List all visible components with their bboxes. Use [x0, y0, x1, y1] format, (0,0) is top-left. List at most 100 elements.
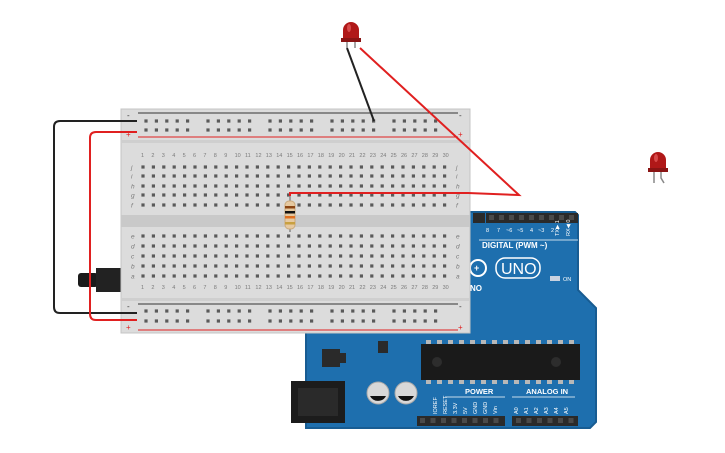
terminal-hole[interactable]: [318, 165, 322, 169]
terminal-hole[interactable]: [193, 174, 197, 178]
terminal-hole[interactable]: [401, 244, 405, 248]
terminal-hole[interactable]: [203, 274, 207, 278]
rail-hole[interactable]: [278, 319, 282, 323]
terminal-hole[interactable]: [432, 244, 436, 248]
terminal-hole[interactable]: [245, 244, 249, 248]
rail-hole[interactable]: [154, 309, 158, 313]
rail-hole[interactable]: [216, 119, 220, 123]
terminal-hole[interactable]: [203, 264, 207, 268]
led-1[interactable]: [341, 22, 361, 48]
rail-hole[interactable]: [423, 119, 427, 123]
rail-hole[interactable]: [372, 319, 376, 323]
rail-hole[interactable]: [310, 119, 314, 123]
terminal-hole[interactable]: [349, 274, 353, 278]
terminal-hole[interactable]: [203, 203, 207, 207]
terminal-hole[interactable]: [443, 254, 447, 258]
terminal-hole[interactable]: [432, 274, 436, 278]
terminal-hole[interactable]: [214, 244, 218, 248]
terminal-hole[interactable]: [297, 264, 301, 268]
terminal-hole[interactable]: [162, 244, 166, 248]
terminal-hole[interactable]: [307, 254, 311, 258]
terminal-hole[interactable]: [328, 165, 332, 169]
terminal-hole[interactable]: [172, 203, 176, 207]
rail-hole[interactable]: [278, 309, 282, 313]
terminal-hole[interactable]: [172, 254, 176, 258]
rail-hole[interactable]: [206, 319, 210, 323]
rail-hole[interactable]: [175, 119, 179, 123]
terminal-hole[interactable]: [411, 264, 415, 268]
terminal-hole[interactable]: [328, 244, 332, 248]
rail-hole[interactable]: [372, 309, 376, 313]
terminal-hole[interactable]: [380, 234, 384, 238]
terminal-hole[interactable]: [380, 244, 384, 248]
rail-hole[interactable]: [144, 128, 148, 132]
rail-hole[interactable]: [186, 309, 190, 313]
terminal-hole[interactable]: [235, 165, 239, 169]
terminal-hole[interactable]: [276, 234, 280, 238]
terminal-hole[interactable]: [328, 174, 332, 178]
terminal-hole[interactable]: [203, 234, 207, 238]
terminal-hole[interactable]: [245, 254, 249, 258]
terminal-hole[interactable]: [266, 203, 270, 207]
terminal-hole[interactable]: [391, 203, 395, 207]
rail-hole[interactable]: [289, 119, 293, 123]
terminal-hole[interactable]: [214, 193, 218, 197]
rail-hole[interactable]: [227, 309, 231, 313]
terminal-hole[interactable]: [183, 165, 187, 169]
rail-hole[interactable]: [165, 119, 169, 123]
terminal-hole[interactable]: [276, 165, 280, 169]
terminal-hole[interactable]: [203, 174, 207, 178]
terminal-hole[interactable]: [224, 244, 228, 248]
terminal-hole[interactable]: [391, 234, 395, 238]
terminal-hole[interactable]: [307, 264, 311, 268]
terminal-hole[interactable]: [432, 165, 436, 169]
rail-hole[interactable]: [434, 309, 438, 313]
terminal-hole[interactable]: [276, 264, 280, 268]
terminal-hole[interactable]: [214, 234, 218, 238]
terminal-hole[interactable]: [224, 203, 228, 207]
terminal-hole[interactable]: [349, 184, 353, 188]
terminal-hole[interactable]: [401, 193, 405, 197]
terminal-hole[interactable]: [151, 184, 155, 188]
terminal-hole[interactable]: [328, 264, 332, 268]
terminal-hole[interactable]: [266, 244, 270, 248]
terminal-hole[interactable]: [214, 254, 218, 258]
terminal-hole[interactable]: [151, 244, 155, 248]
terminal-hole[interactable]: [359, 234, 363, 238]
terminal-hole[interactable]: [203, 244, 207, 248]
terminal-hole[interactable]: [307, 193, 311, 197]
terminal-hole[interactable]: [287, 234, 291, 238]
terminal-hole[interactable]: [318, 244, 322, 248]
rail-hole[interactable]: [299, 119, 303, 123]
terminal-hole[interactable]: [359, 264, 363, 268]
terminal-hole[interactable]: [245, 234, 249, 238]
terminal-hole[interactable]: [245, 165, 249, 169]
terminal-hole[interactable]: [151, 165, 155, 169]
terminal-hole[interactable]: [224, 264, 228, 268]
rail-hole[interactable]: [361, 309, 365, 313]
terminal-hole[interactable]: [162, 234, 166, 238]
rail-hole[interactable]: [310, 128, 314, 132]
terminal-hole[interactable]: [349, 193, 353, 197]
terminal-hole[interactable]: [380, 165, 384, 169]
terminal-hole[interactable]: [432, 234, 436, 238]
terminal-hole[interactable]: [339, 174, 343, 178]
terminal-hole[interactable]: [214, 184, 218, 188]
terminal-hole[interactable]: [422, 184, 426, 188]
rail-hole[interactable]: [289, 309, 293, 313]
terminal-hole[interactable]: [349, 234, 353, 238]
rail-hole[interactable]: [340, 309, 344, 313]
terminal-hole[interactable]: [432, 264, 436, 268]
terminal-hole[interactable]: [183, 274, 187, 278]
terminal-hole[interactable]: [183, 174, 187, 178]
rail-hole[interactable]: [310, 309, 314, 313]
terminal-hole[interactable]: [287, 264, 291, 268]
terminal-hole[interactable]: [245, 193, 249, 197]
terminal-hole[interactable]: [349, 264, 353, 268]
terminal-hole[interactable]: [391, 264, 395, 268]
rail-hole[interactable]: [248, 319, 252, 323]
terminal-hole[interactable]: [401, 234, 405, 238]
rail-hole[interactable]: [392, 309, 396, 313]
terminal-hole[interactable]: [255, 165, 259, 169]
terminal-hole[interactable]: [245, 274, 249, 278]
